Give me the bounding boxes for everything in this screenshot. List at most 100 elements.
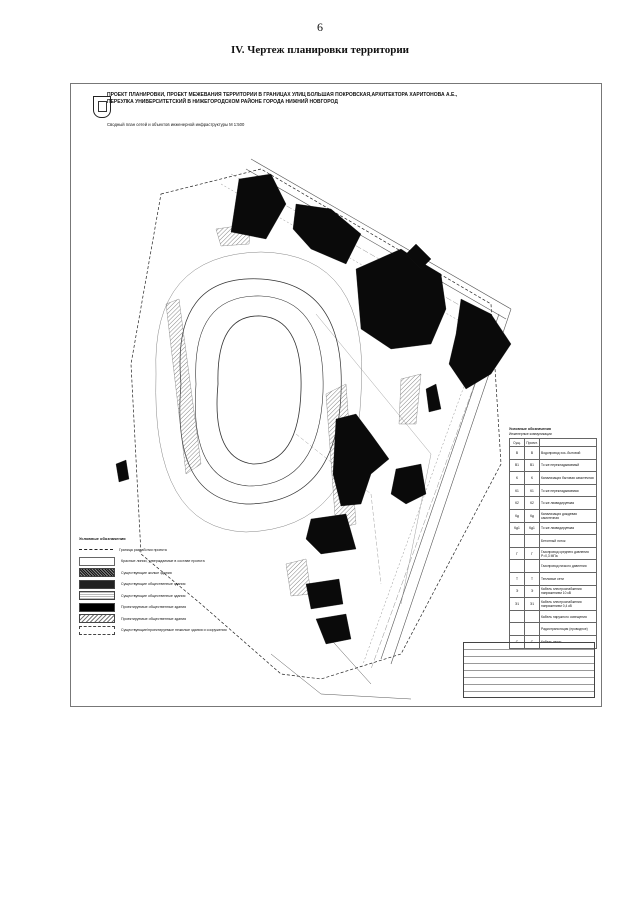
column-header xyxy=(539,438,597,447)
project-code: Кд xyxy=(524,508,540,523)
project-code: Кд1 xyxy=(524,521,540,536)
network-label: Газопровод низкого давления xyxy=(539,559,597,573)
project-code: Т xyxy=(524,571,540,586)
legend-item: Существующие общественные здания xyxy=(79,590,299,602)
page-number: 6 xyxy=(317,20,323,34)
network-label: Кабель наружного освещения xyxy=(539,609,597,624)
drawing-subheading: Сводный план сетей и объектов инженерной… xyxy=(107,122,245,127)
existing-code: К1 xyxy=(509,483,525,498)
legend-item: Граница разработки проекта xyxy=(79,544,299,556)
column-header: Проект. xyxy=(524,438,540,447)
legend-swatch xyxy=(79,549,113,551)
legend-label: Граница разработки проекта xyxy=(119,547,167,552)
title-block-stamp xyxy=(463,642,595,698)
table-row: Газопровод низкого давления xyxy=(509,559,597,573)
network-label: То же перекладываемая xyxy=(539,483,597,498)
network-label: Тепловые сети xyxy=(539,571,597,586)
legend-swatch xyxy=(79,602,115,612)
project-code: В xyxy=(524,446,540,460)
existing-code: В xyxy=(509,446,525,460)
legend-swatch xyxy=(79,625,115,635)
project-code xyxy=(524,609,540,624)
legend-label: Проектируемые общественные здания xyxy=(121,616,187,621)
existing-code: Кд xyxy=(509,508,525,523)
table-row: Бетонный лоток xyxy=(509,534,597,548)
legend-swatch xyxy=(79,614,115,624)
project-code: К xyxy=(524,471,540,485)
legend-swatch xyxy=(79,579,115,589)
network-label: Кабель электроснабжения напряжением 10 к… xyxy=(539,584,597,599)
network-label: То же ликвидируемая xyxy=(539,496,597,510)
networks-legend-title: Условные обозначения xyxy=(509,427,551,431)
project-code: В1 xyxy=(524,458,540,473)
legend-label: Проектируемые общественные здания xyxy=(121,605,187,610)
existing-code xyxy=(509,609,525,624)
project-code xyxy=(524,622,540,636)
existing-code: К2 xyxy=(509,496,525,510)
project-code: Г xyxy=(524,546,540,561)
legend-item: Красные линии, утверждаемые в составе пр… xyxy=(79,556,299,568)
legend-title: Условные обозначения xyxy=(79,536,126,541)
existing-code: К xyxy=(509,471,525,485)
legend-item: Существующие жилые здания xyxy=(79,567,299,579)
project-code: К2 xyxy=(524,496,540,510)
network-label: То же перекладываемый xyxy=(539,458,597,473)
project-code: Э xyxy=(524,584,540,599)
table-row: Кабель наружного освещения xyxy=(509,609,597,624)
legend-label: Существующие жилые здания xyxy=(121,570,172,575)
existing-code xyxy=(509,622,525,636)
existing-code xyxy=(509,534,525,548)
existing-code: В1 xyxy=(509,458,525,473)
existing-code: Э1 xyxy=(509,597,525,611)
project-code xyxy=(524,559,540,573)
networks-legend: Условные обозначения Инженерные коммуник… xyxy=(509,427,597,649)
drawing-title-line-1: ПРОЕКТ ПЛАНИРОВКИ, ПРОЕКТ МЕЖЕВАНИЯ ТЕРР… xyxy=(107,92,458,98)
network-label: Водопровод хоз.-бытовой xyxy=(539,446,597,460)
site-plan xyxy=(115,158,512,700)
legend-item: Существующие общественные здания xyxy=(79,579,299,591)
legend-swatch xyxy=(79,591,115,601)
legend-label: Существующие общественные здания xyxy=(121,582,186,587)
network-label: Радиотрансляция (проводное) xyxy=(539,622,597,636)
project-code: К1 xyxy=(524,483,540,498)
existing-code xyxy=(509,559,525,573)
planning-drawing-sheet: ПРОЕКТ ПЛАНИРОВКИ, ПРОЕКТ МЕЖЕВАНИЯ ТЕРР… xyxy=(70,83,602,707)
network-label: Канализация дождевая самотечная xyxy=(539,508,597,523)
legend-swatch xyxy=(79,556,115,566)
network-label: Бетонный лоток xyxy=(539,534,597,548)
page-title: IV. Чертеж планировки территории xyxy=(230,44,410,56)
column-header: Сущ. xyxy=(509,438,525,447)
drawing-header: ПРОЕКТ ПЛАНИРОВКИ, ПРОЕКТ МЕЖЕВАНИЯ ТЕРР… xyxy=(75,88,595,128)
network-label: То же ликвидируемая xyxy=(539,521,597,536)
existing-code: Кд1 xyxy=(509,521,525,536)
drawing-title-line-2: ПЕРЕУЛКА УНИВЕРСИТЕТСКИЙ В НИЖЕГОРОДСКОМ… xyxy=(107,99,338,105)
networks-legend-subtitle: Инженерные коммуникации xyxy=(509,432,552,436)
legend-label: Существующие/проектируемые нежилые здани… xyxy=(121,628,227,633)
network-label: Кабель связи xyxy=(539,634,597,649)
legend-swatch xyxy=(79,568,115,578)
legend-label: Красные линии, утверждаемые в составе пр… xyxy=(121,559,205,564)
legend-item: Проектируемые общественные здания xyxy=(79,613,299,625)
existing-code: Э xyxy=(509,584,525,599)
legend: Условные обозначения Граница разработки … xyxy=(79,536,299,636)
legend-item: Проектируемые общественные здания xyxy=(79,602,299,614)
table-header-row: Сущ. Проект. xyxy=(509,438,597,447)
coat-of-arms-icon xyxy=(93,96,111,118)
project-code xyxy=(524,534,540,548)
project-code: Э1 xyxy=(524,597,540,611)
existing-code: Т xyxy=(509,571,525,586)
legend-label: Существующие общественные здания xyxy=(121,593,186,598)
network-label: Кабель электроснабжения напряжением 0,4 … xyxy=(539,597,597,611)
